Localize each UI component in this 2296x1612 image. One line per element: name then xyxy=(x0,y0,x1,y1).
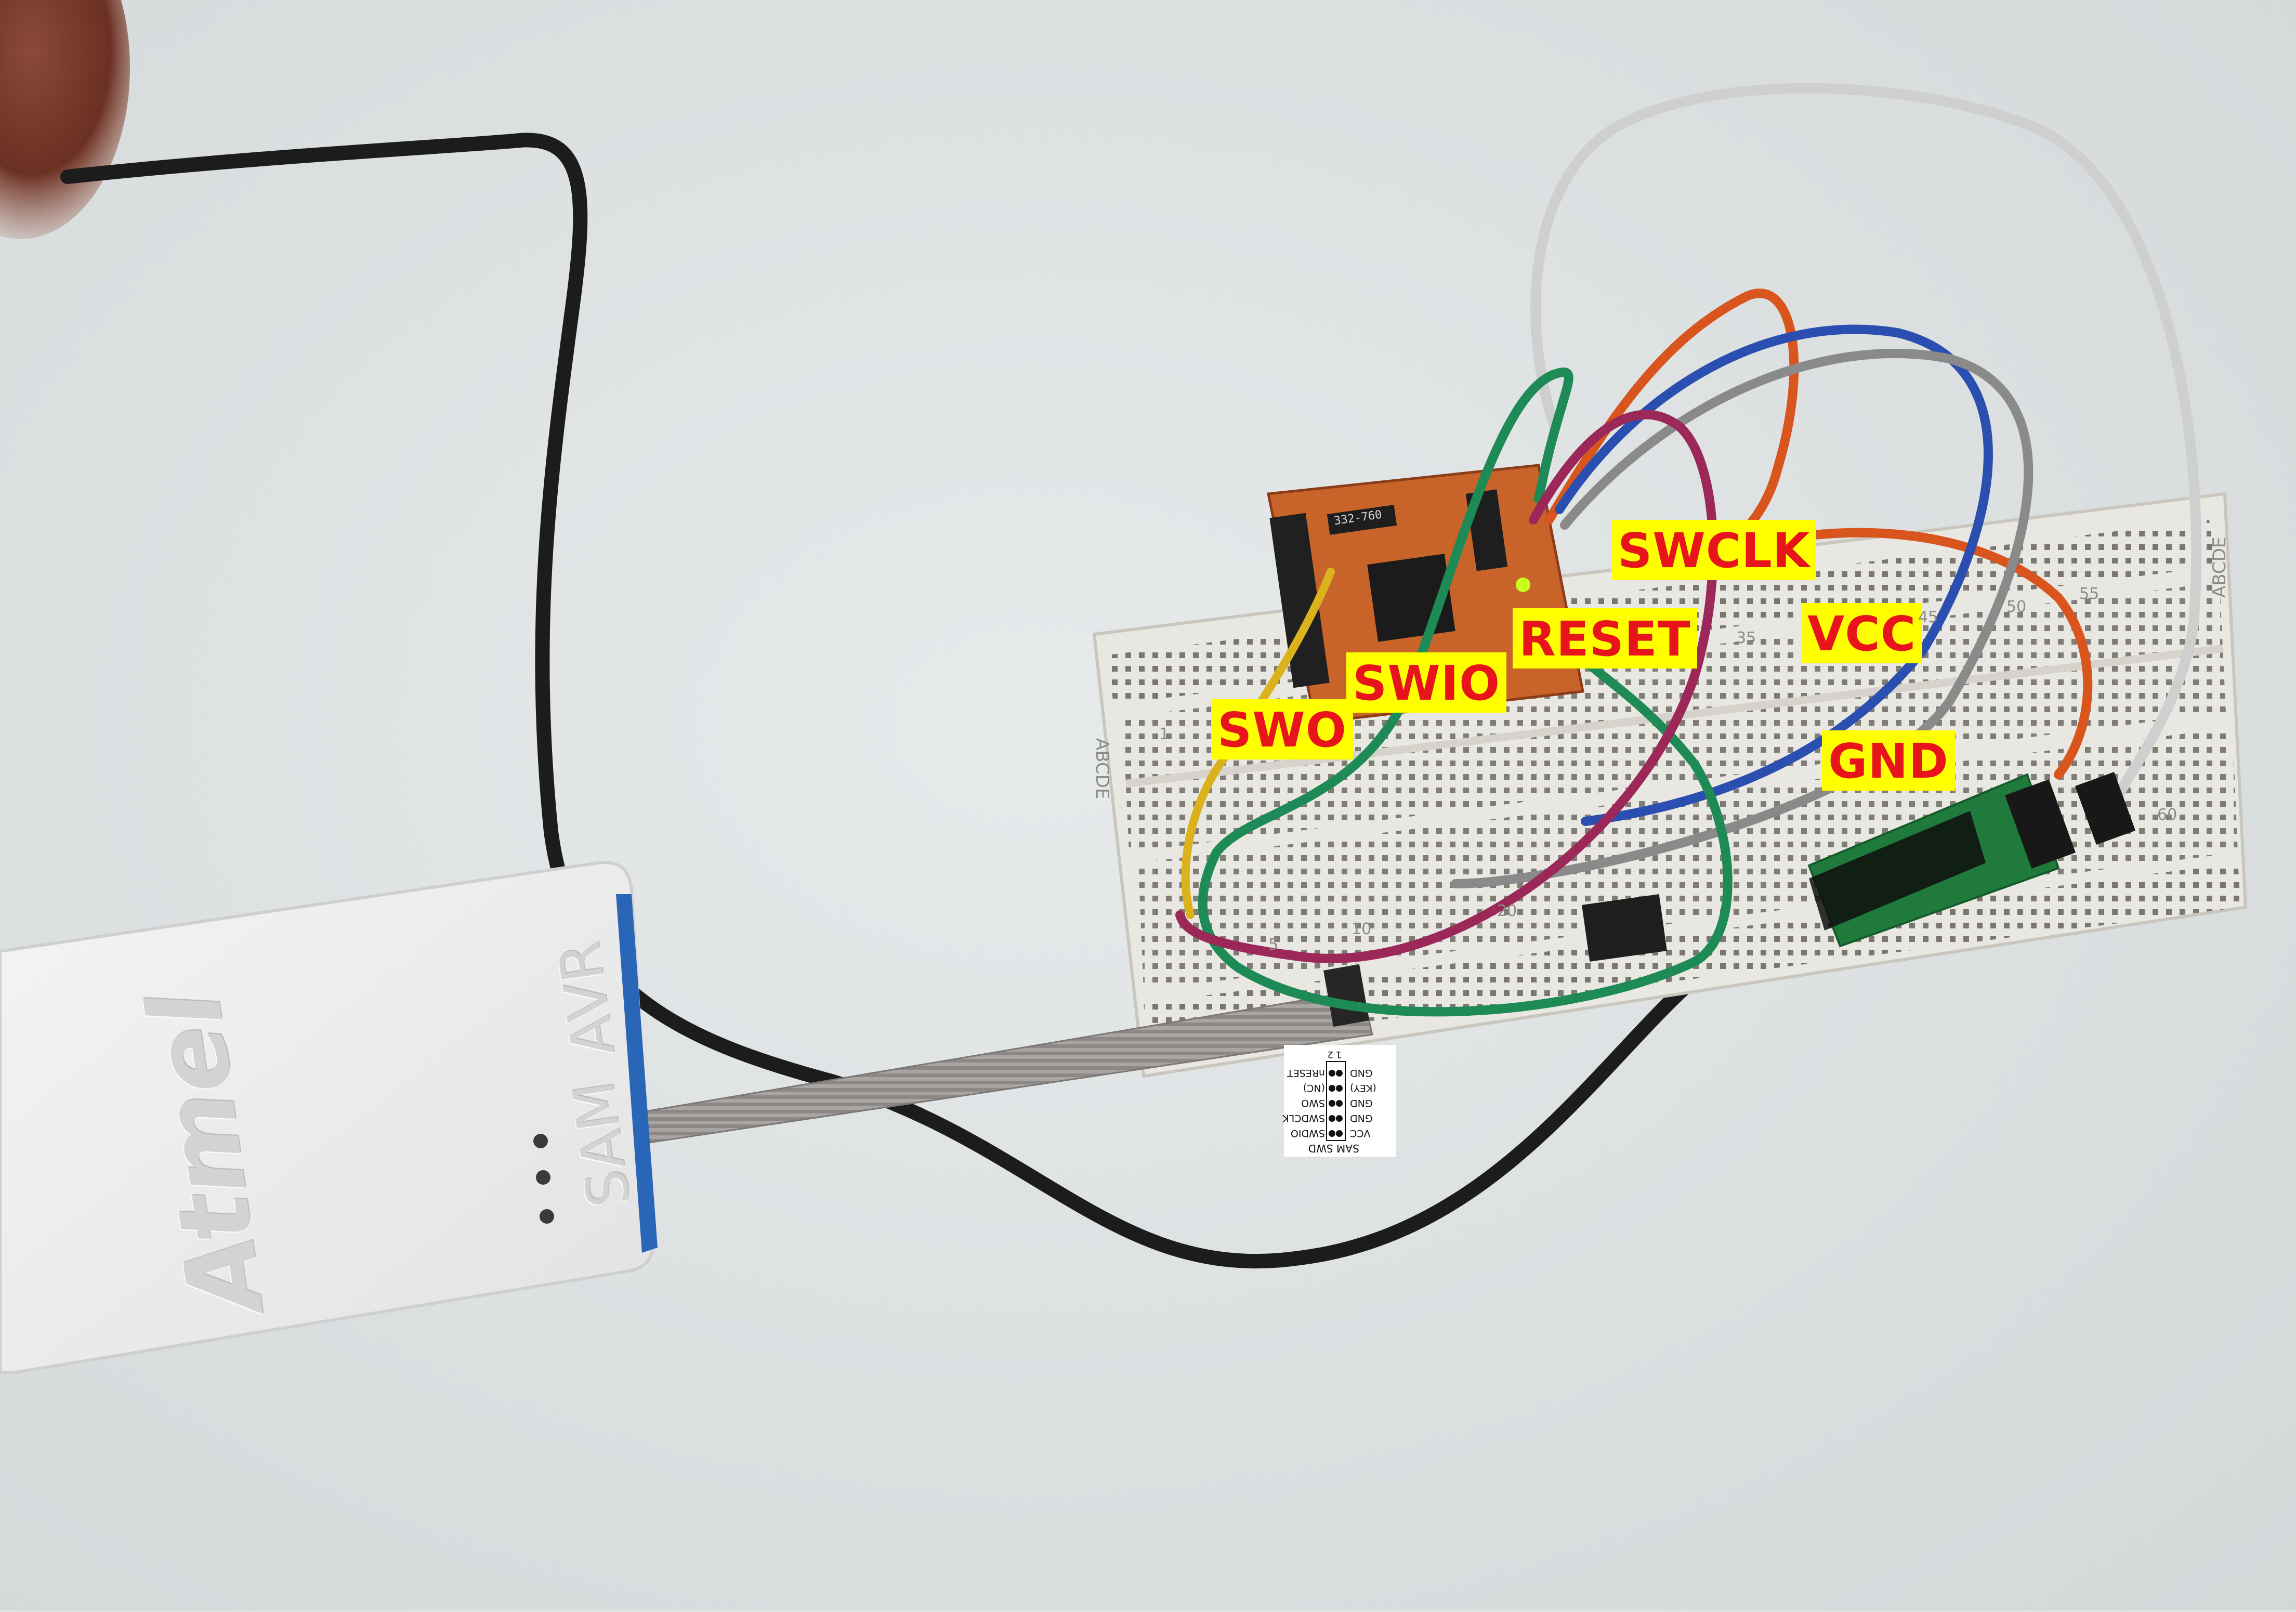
wire-yellow xyxy=(1181,568,1335,919)
atmel-ice-debugger xyxy=(0,861,658,1374)
breadboard-col-55: 55 xyxy=(2079,585,2100,603)
callout-swio: SWIO xyxy=(1346,652,1507,713)
breadboard-col-1: 1 xyxy=(1159,725,1170,743)
pinout-right-label: nRESET xyxy=(1287,1067,1325,1079)
pinout-left-label: GND xyxy=(1350,1112,1373,1124)
breadboard-col-35: 35 xyxy=(1736,629,1756,647)
pinout-pin xyxy=(1329,1130,1335,1137)
pinout-pin xyxy=(1329,1115,1335,1122)
breadboard-col-5: 5 xyxy=(1268,936,1279,954)
callout-swclk: SWCLK xyxy=(1611,520,1817,580)
wire-white xyxy=(1530,83,2202,806)
wire-orange-1 xyxy=(1544,289,1799,556)
pinout-right-label: SWDCLK xyxy=(1282,1112,1325,1124)
wire-green xyxy=(1198,368,1733,1017)
breadboard-row-letters-right: ABCDE xyxy=(2209,536,2230,598)
wire-magenta xyxy=(1175,410,1718,963)
pinout-right-label: SWDIO xyxy=(1290,1128,1325,1139)
jumper-wires xyxy=(1175,83,2202,1017)
pinout-pin xyxy=(1329,1100,1335,1107)
callout-vcc: VCC xyxy=(1801,603,1923,663)
wire-gray xyxy=(1451,348,2033,888)
pinout-pin xyxy=(1329,1085,1335,1092)
sam-swd-pinout: SAM SWD VCC GND GND (KEY) GND SWDIO SWDC… xyxy=(1282,1045,1396,1157)
pinout-left-label: (KEY) xyxy=(1350,1082,1376,1094)
pinout-pin xyxy=(1336,1130,1343,1137)
pinout-pin xyxy=(1336,1070,1343,1077)
breadboard-col-10: 10 xyxy=(1352,920,1372,938)
pinout-pin-number: 1 xyxy=(1335,1049,1342,1060)
breadboard-col-50: 50 xyxy=(2006,598,2027,616)
callout-swo: SWO xyxy=(1211,699,1353,759)
callout-reset: RESET xyxy=(1513,608,1697,669)
pinout-pin xyxy=(1336,1085,1343,1092)
wire-blue xyxy=(1555,324,1993,826)
pinout-pin xyxy=(1329,1070,1335,1077)
pinout-right-label: (NC) xyxy=(1303,1082,1325,1094)
pinout-left-label: GND xyxy=(1350,1097,1373,1109)
pinout-header: SAM SWD xyxy=(1308,1142,1359,1155)
breadboard-col-45: 45 xyxy=(1918,608,1938,626)
pinout-left-label: GND xyxy=(1350,1067,1373,1079)
callout-gnd: GND xyxy=(1822,730,1955,791)
pinout-pin xyxy=(1336,1100,1343,1107)
usb-module xyxy=(1807,771,2136,948)
breadboard-row-letters: ABCDE xyxy=(1092,738,1112,800)
breadboard-col-20: 20 xyxy=(1497,902,1517,920)
swd-header xyxy=(1582,894,1667,962)
pinout-pin-number: 2 xyxy=(1327,1049,1333,1060)
pinout-right-label: SWO xyxy=(1301,1097,1325,1109)
pinout-left-label: VCC xyxy=(1350,1128,1371,1139)
pinout-pin xyxy=(1336,1115,1343,1122)
breadboard-col-60: 60 xyxy=(2157,806,2177,824)
